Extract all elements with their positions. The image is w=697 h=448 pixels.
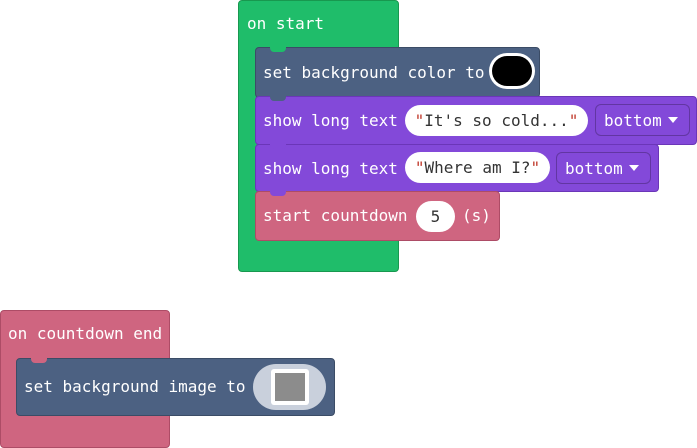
- text-input-2[interactable]: "Where am I?": [405, 152, 550, 183]
- position-value-1: bottom: [604, 110, 662, 130]
- countdown-seconds-value: 5: [430, 207, 441, 226]
- color-swatch-button[interactable]: [489, 53, 535, 89]
- quote-open-1: ": [414, 111, 425, 130]
- on-countdown-end-label: on countdown end: [8, 324, 163, 343]
- position-dropdown-2[interactable]: bottom: [556, 152, 651, 184]
- image-picker-icon: [270, 369, 309, 405]
- countdown-seconds-input[interactable]: 5: [416, 201, 455, 232]
- position-dropdown-1[interactable]: bottom: [595, 104, 690, 136]
- set-background-image-label: set background image to: [24, 377, 246, 396]
- quote-close-1: ": [568, 111, 579, 130]
- start-countdown-label: start countdown: [263, 206, 408, 225]
- on-start-label: on start: [247, 14, 325, 33]
- text-value-1: It's so cold...: [424, 111, 569, 130]
- dropdown-caret-icon: [628, 165, 639, 171]
- dropdown-caret-icon: [667, 117, 678, 123]
- text-value-2: Where am I?: [424, 158, 531, 177]
- show-long-text-label-1: show long text: [263, 111, 398, 130]
- show-long-text-label-2: show long text: [263, 159, 398, 178]
- start-countdown-block[interactable]: [255, 191, 500, 241]
- quote-close-2: ": [530, 158, 541, 177]
- image-picker-button[interactable]: [253, 364, 326, 410]
- set-background-color-label: set background color to: [263, 63, 485, 82]
- position-value-2: bottom: [565, 158, 623, 178]
- text-input-1[interactable]: "It's so cold...": [405, 105, 588, 136]
- color-swatch-icon: [492, 56, 532, 86]
- quote-open-2: ": [414, 158, 425, 177]
- countdown-unit-label: (s): [462, 206, 491, 225]
